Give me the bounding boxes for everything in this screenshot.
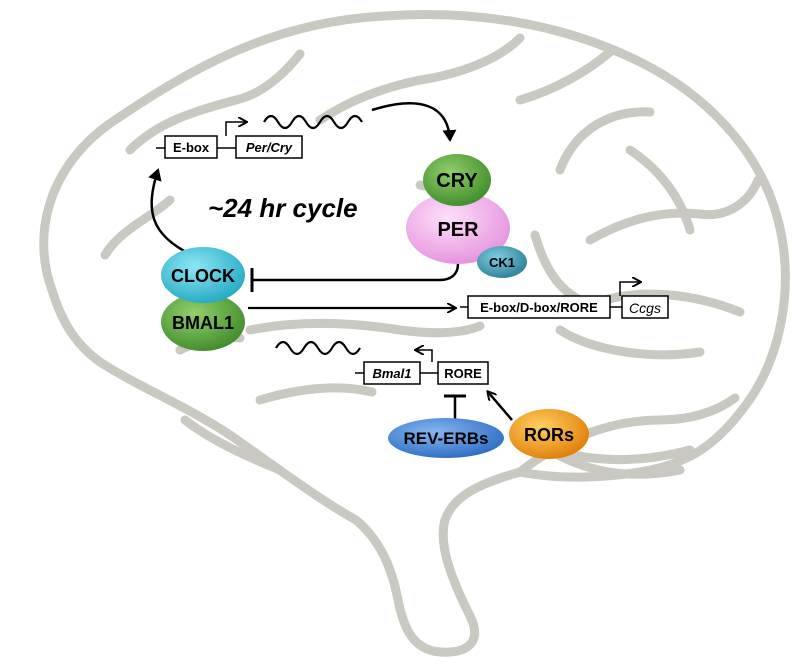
cry-protein (423, 154, 491, 206)
brain-fold (555, 451, 685, 479)
clock-label: CLOCK (171, 266, 235, 286)
rors-label: RORs (524, 425, 574, 445)
bmal1-gene-label: Bmal1 (372, 366, 411, 381)
bmal1-protein (161, 293, 245, 351)
ror-activation-arrow (488, 392, 513, 421)
ebox-label: E-box (173, 140, 210, 155)
inhibition-line (252, 263, 460, 282)
brain-fold (585, 175, 763, 245)
ccg-promoter-label: E-box/D-box/RORE (480, 300, 598, 315)
brain-illustration (39, 10, 790, 657)
per-cry-gene-box (235, 135, 303, 159)
ccgs-transcription-start-arrow (619, 282, 640, 296)
bmal1-transcription-start-arrow (416, 350, 433, 362)
per-protein (406, 192, 510, 264)
bmal1-gene-construct: Bmal1 RORE (355, 350, 489, 385)
rore-element (437, 361, 489, 385)
translation-arrow (371, 102, 457, 142)
ccgs-gene-box (621, 295, 669, 319)
bmal1-label: BMAL1 (172, 313, 234, 333)
clock-protein (161, 247, 245, 303)
ccg-gene-construct: E-box/D-box/RORE Ccgs (460, 282, 669, 319)
ebox-element (164, 135, 218, 159)
brain-fold (515, 45, 617, 105)
cry-label: CRY (436, 170, 478, 192)
brain-fold (315, 33, 525, 125)
activation-arrow-to-ebox (148, 168, 193, 257)
per-cry-complex: PER CRY CK1 (406, 154, 527, 278)
brain-fold (530, 230, 585, 305)
brain-fold (555, 325, 705, 360)
brain-outline (39, 10, 790, 657)
per-label: PER (437, 219, 479, 241)
brain-fold (180, 415, 285, 475)
per-cry-mrna-wave (263, 114, 363, 130)
per-cry-gene-construct: E-box Per/Cry (156, 122, 303, 159)
brain-fold (245, 318, 485, 338)
brain-fold (255, 383, 377, 405)
rore-label: RORE (444, 366, 482, 381)
per-cry-gene-label: Per/Cry (246, 140, 293, 155)
brain-fold (125, 49, 305, 155)
cycle-label: ~24 hr cycle (208, 193, 358, 223)
brain-fold (600, 289, 745, 317)
ccgs-gene-label: Ccgs (629, 300, 661, 316)
nuclear-receptors: REV-ERBs RORs (388, 409, 589, 459)
rev-erbs-label: REV-ERBs (403, 429, 488, 448)
brain-fold (555, 107, 655, 175)
transcription-start-arrow (225, 122, 246, 136)
brain-fold (100, 195, 175, 260)
bmal1-mrna-wave (275, 340, 361, 356)
ck1-protein (477, 246, 527, 278)
rev-erbs-protein (388, 418, 504, 458)
clock-bmal1-complex: BMAL1 CLOCK (161, 247, 245, 351)
rors-protein (509, 409, 589, 459)
brain-fold (625, 145, 695, 235)
ck1-label: CK1 (489, 255, 515, 270)
